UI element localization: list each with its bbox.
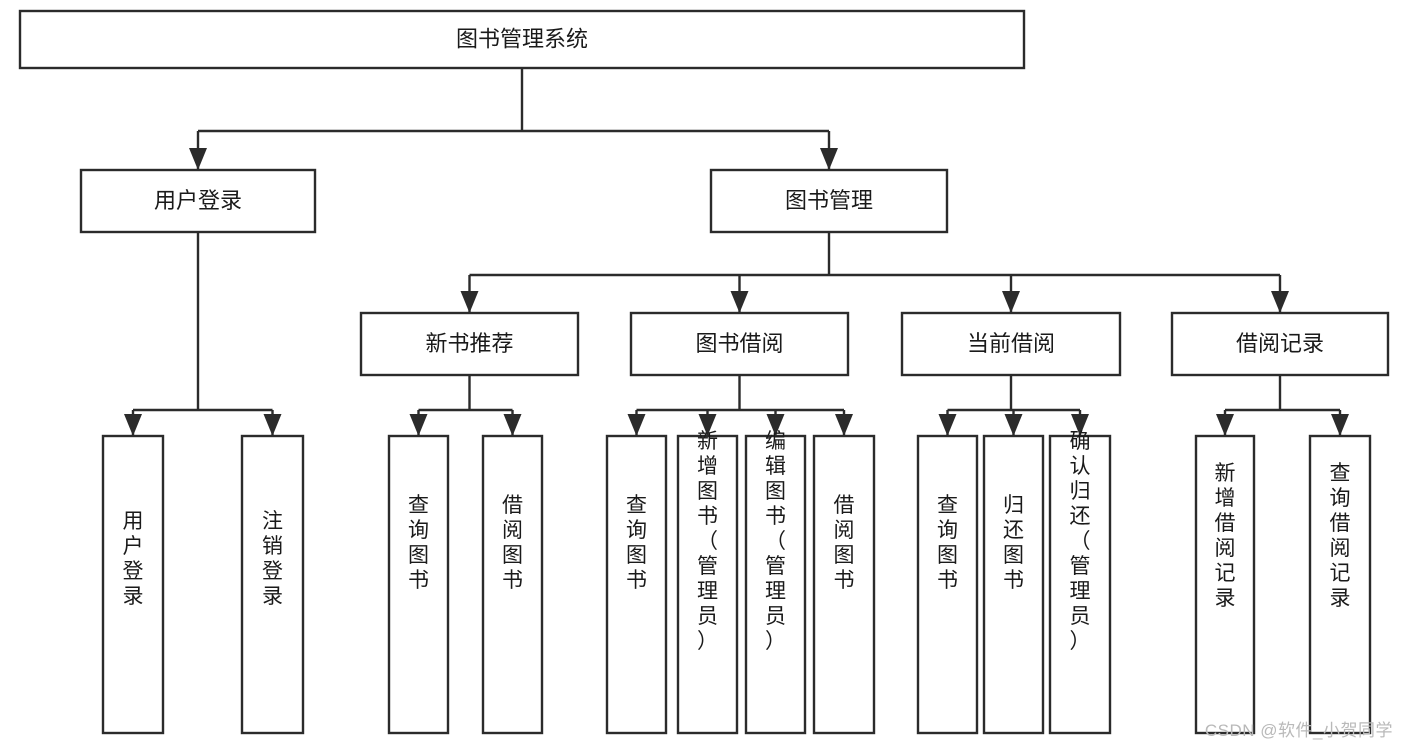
node-leaf1[interactable]: 用户登录 [101,434,165,735]
node-box[interactable] [676,434,739,735]
arrow-head-icon [189,148,207,170]
node-leaf7[interactable]: 编辑图书（管理员） [744,430,807,735]
node-label: 用户登录 [154,188,242,213]
node-leaf3[interactable]: 查询图书 [387,434,450,735]
node-box[interactable] [744,434,807,735]
node-leaf12[interactable]: 新增借阅记录 [1194,434,1256,735]
node-label: 查询图书 [408,494,429,592]
arrow-head-icon [698,414,717,436]
node-leaf2[interactable]: 注销登录 [240,434,305,735]
arrow-head-icon [1271,291,1289,313]
arrow-head-icon [1216,414,1234,436]
arrow-head-icon [460,291,479,313]
arrow-head-icon [835,414,853,436]
arrow-head-icon [263,414,282,436]
node-label: 当前借阅 [967,331,1055,356]
node-label: 注销登录 [262,510,283,608]
node-box[interactable] [900,311,1122,377]
node-borrow[interactable]: 图书借阅 [629,311,850,377]
node-label: 新增图书（管理员） [697,430,718,653]
node-records[interactable]: 借阅记录 [1170,311,1390,377]
node-label: 图书借阅 [695,331,783,356]
node-box[interactable] [387,434,450,735]
node-box[interactable] [1308,434,1372,735]
node-box[interactable] [481,434,544,735]
node-leaf5[interactable]: 查询图书 [605,434,668,735]
node-box[interactable] [1194,434,1256,735]
node-label: 图书管理系统 [456,26,588,51]
arrow-head-icon [503,414,522,436]
node-label: 编辑图书（管理员） [765,430,786,653]
arrow-head-icon [1331,414,1349,436]
node-leaf13[interactable]: 查询借阅记录 [1308,434,1372,735]
arrow-head-icon [1002,291,1020,313]
node-box[interactable] [101,434,165,735]
node-box[interactable] [709,168,949,234]
node-label: 查询图书 [626,494,647,592]
node-label: 查询图书 [937,494,958,592]
node-box[interactable] [359,311,580,377]
arrow-head-icon [766,414,785,436]
node-leaf10[interactable]: 归还图书 [982,434,1045,735]
node-leaf9[interactable]: 查询图书 [916,434,979,735]
node-box[interactable] [812,434,876,735]
node-leaf8[interactable]: 借阅图书 [812,434,876,735]
node-box[interactable] [1048,434,1112,735]
node-leaf11[interactable]: 确认归还（管理员） [1048,430,1112,735]
node-label: 用户登录 [123,510,144,608]
node-label: 确认归还（管理员） [1070,430,1091,653]
node-label: 归还图书 [1003,494,1024,592]
node-box[interactable] [605,434,668,735]
node-bookmgmt[interactable]: 图书管理 [709,168,949,234]
node-label: 新书推荐 [425,331,513,356]
node-leaf6[interactable]: 新增图书（管理员） [676,430,739,735]
node-login[interactable]: 用户登录 [79,168,317,234]
node-label: 借阅图书 [502,494,523,592]
arrow-head-icon [820,148,838,170]
arrow-head-icon [627,414,646,436]
arrow-head-icon [730,291,749,313]
node-box[interactable] [18,9,1026,70]
arrow-head-icon [1004,414,1023,436]
node-box[interactable] [629,311,850,377]
node-root[interactable]: 图书管理系统 [18,9,1026,70]
node-newbook[interactable]: 新书推荐 [359,311,580,377]
arrow-head-icon [409,414,428,436]
arrow-head-icon [938,414,957,436]
node-current[interactable]: 当前借阅 [900,311,1122,377]
node-box[interactable] [916,434,979,735]
node-label: 图书管理 [785,188,873,213]
node-box[interactable] [79,168,317,234]
node-label: 借阅记录 [1236,331,1324,356]
node-box[interactable] [1170,311,1390,377]
node-label: 新增借阅记录 [1215,462,1236,610]
node-label: 借阅图书 [834,494,855,592]
arrow-head-icon [1071,414,1089,436]
node-label: 查询借阅记录 [1330,462,1351,610]
arrow-head-icon [124,414,142,436]
node-box[interactable] [240,434,305,735]
node-leaf4[interactable]: 借阅图书 [481,434,544,735]
node-box[interactable] [982,434,1045,735]
